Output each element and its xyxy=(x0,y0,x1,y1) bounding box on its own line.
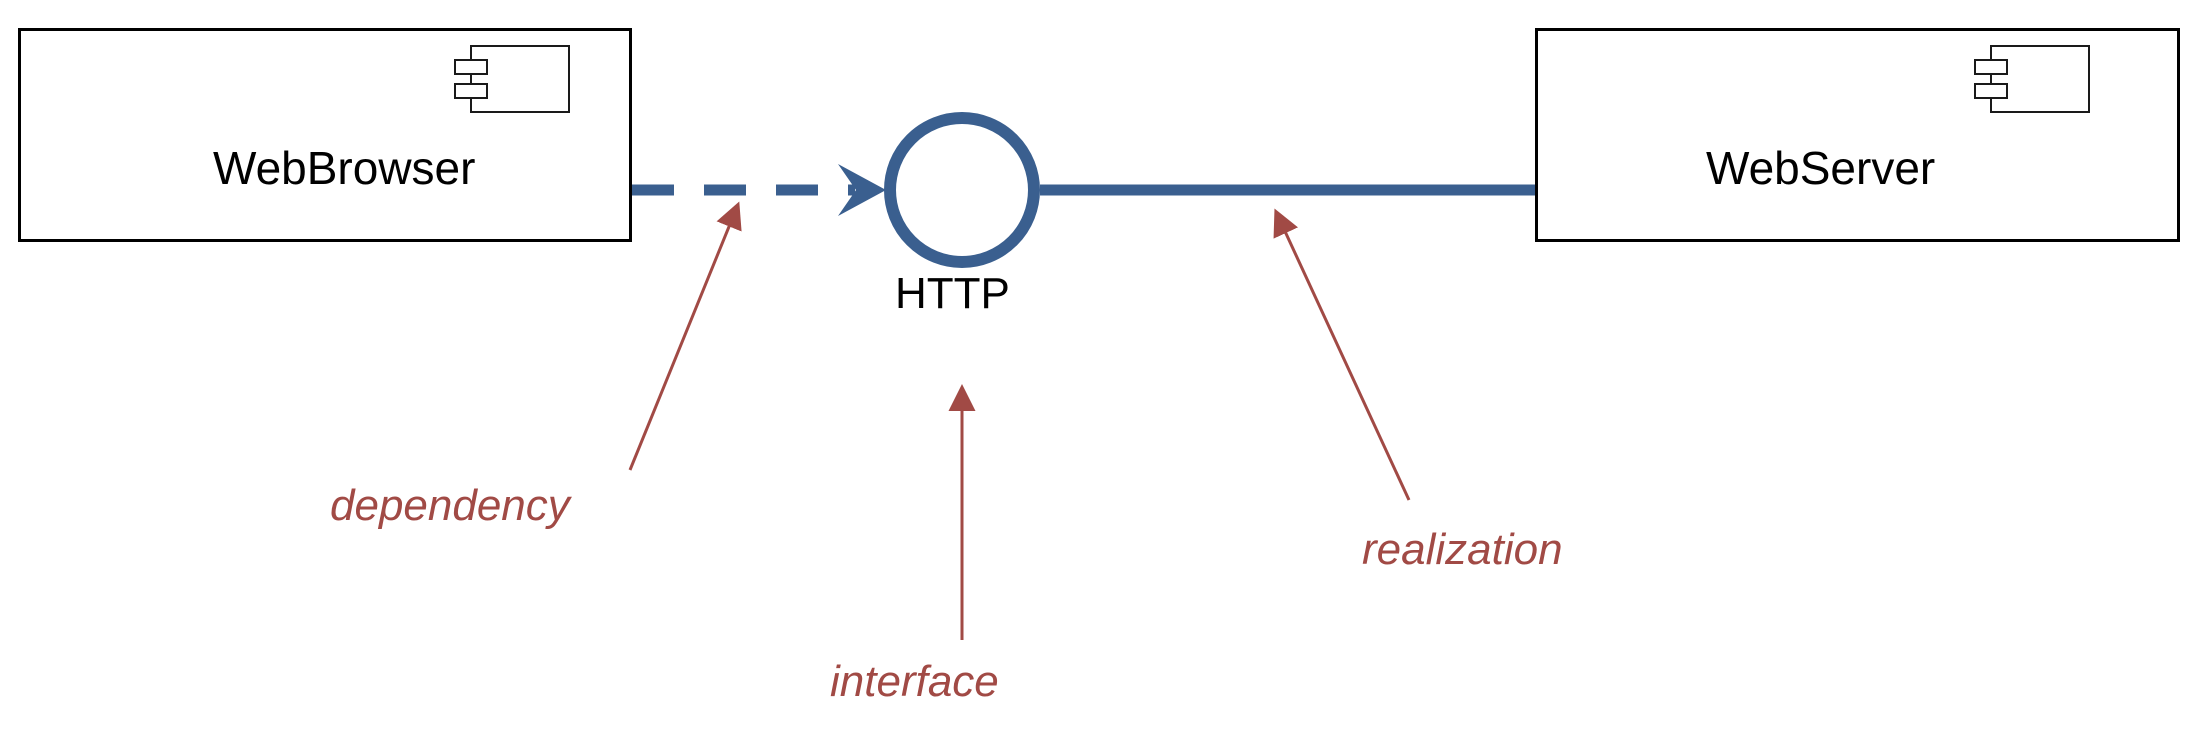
uml-component-icon xyxy=(454,45,570,113)
dependency-leader-line xyxy=(628,201,742,471)
component-icon-tab-upper xyxy=(1974,59,2008,75)
component-icon-body xyxy=(470,45,570,113)
annotation-interface-label: interface xyxy=(830,657,999,706)
annotation-dependency-label: dependency xyxy=(330,481,570,530)
http-interface-circle[interactable] xyxy=(884,112,1040,268)
interface-http-label: HTTP xyxy=(895,269,1010,318)
component-icon-tab-lower xyxy=(1974,83,2008,99)
component-icon-body xyxy=(1990,45,2090,113)
uml-component-icon xyxy=(1974,45,2090,113)
dependency-arrowhead xyxy=(838,164,886,216)
component-icon-tab-lower xyxy=(454,83,488,99)
component-webserver-label: WebServer xyxy=(1706,142,1936,194)
annotation-realization-label: realization xyxy=(1362,525,1563,574)
dependency-connector[interactable] xyxy=(632,164,886,216)
component-icon-tab-upper xyxy=(454,59,488,75)
realization-leader-line xyxy=(1273,208,1411,501)
component-webbrowser-label: WebBrowser xyxy=(213,142,476,194)
